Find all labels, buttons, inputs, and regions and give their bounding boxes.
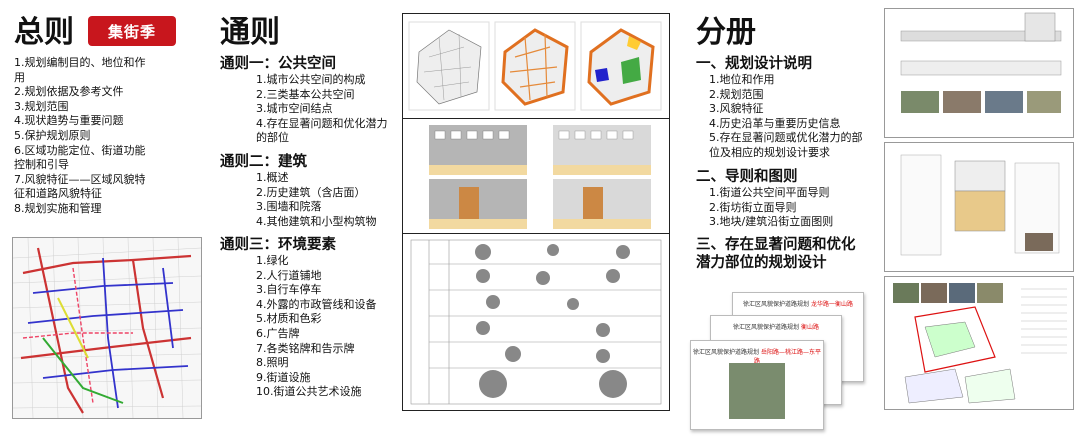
list-item: 2.规划范围: [709, 87, 764, 101]
list-item: 6.区域功能定位、街道功能: [14, 143, 146, 157]
list-item: 3.地块/建筑沿街立面图则: [709, 215, 834, 229]
section-heading: 通则二：建筑: [220, 154, 307, 170]
list-item: 5.材质和色彩: [256, 312, 322, 326]
volumes-section-1: 一、规划设计说明 1.地位和作用 2.规划范围 3.风貌特征 4.历史沿革与重要…: [696, 55, 876, 161]
list-item: 1.绿化: [256, 254, 289, 267]
general-list: 1.规划编制目的、地位和作 用 2.规划依据及参考文件 3.规划范围 4.现状趋…: [14, 56, 164, 217]
doc-title-red: 衡山路: [800, 324, 819, 331]
list-item: 4.其他建筑和小型构筑物: [256, 214, 377, 228]
building-elevation-diagram: [402, 118, 670, 234]
doc-title: 徐汇区风貌保护道路规划: [733, 324, 800, 331]
list-item: 10.街道公共艺术设施: [256, 385, 362, 399]
section-heading: 三、存在显著问题和优化: [696, 237, 856, 253]
list-item: 3.围墙和院落: [256, 200, 322, 214]
general-title: 总则: [14, 15, 74, 50]
list-item: 4.外露的市政管线和设备: [256, 297, 377, 311]
list-item: 位及相应的规划设计要求: [709, 145, 830, 159]
list-item: 3.风貌特征: [709, 102, 764, 116]
list-item: 2.街坊街立面导则: [709, 200, 797, 214]
list-item: 5.存在显著问题或优化潜力的部: [709, 131, 863, 145]
doc-photo: [729, 363, 785, 419]
list-item: 用: [14, 70, 25, 84]
list-item: 征和道路风貌特征: [14, 187, 102, 201]
section-list: 1.城市公共空间的构成 2.三类基本公共空间 3.城市空间结点 4.存在显著问题…: [220, 73, 400, 146]
list-item: 1.城市公共空间的构成: [256, 73, 366, 86]
logo-stamp: 集街季: [88, 16, 176, 46]
volumes-section-2: 二、导则和图则 1.街道公共空间平面导则 2.街坊街立面导则 3.地块/建筑沿街…: [696, 168, 876, 230]
list-item: 4.现状趋势与重要问题: [14, 114, 124, 128]
list-item: 3.规划范围: [14, 99, 69, 113]
section-list: 1.地位和作用 2.规划范围 3.风貌特征 4.历史沿革与重要历史信息 5.存在…: [696, 73, 876, 161]
list-item: 8.规划实施和管理: [14, 201, 102, 215]
section-heading: 一、规划设计说明: [696, 56, 812, 72]
document-preview: 徐汇区风貌保护道路规划 岳阳路—桃江路—东平路: [690, 340, 824, 430]
list-item: 3.城市空间结点: [256, 102, 333, 116]
list-item: 2.历史建筑（含店面）: [256, 185, 366, 199]
environment-elements-table: [402, 233, 670, 411]
sample-sheet-elevation: [884, 142, 1074, 272]
list-item: 6.广告牌: [256, 326, 300, 340]
section-heading: 通则三：环境要素: [220, 237, 336, 253]
list-item: 7.各类铭牌和告示牌: [256, 341, 355, 355]
doc-title-red: 龙华路一衡山路: [810, 301, 853, 308]
list-item: 2.规划依据及参考文件: [14, 85, 124, 99]
list-item: 4.历史沿革与重要历史信息: [709, 116, 841, 130]
list-item: 3.自行车停车: [256, 283, 322, 297]
volumes-title: 分册: [696, 15, 756, 50]
list-item: 控制和引导: [14, 158, 69, 172]
common-title: 通则: [220, 15, 280, 50]
list-item: 1.规划编制目的、地位和作: [14, 56, 146, 69]
doc-title-red: 岳阳路—桃江路—东平路: [753, 349, 821, 365]
list-item: 8.照明: [256, 356, 289, 370]
common-section-1: 通则一：公共空间 1.城市公共空间的构成 2.三类基本公共空间 3.城市空间结点…: [220, 55, 400, 146]
doc-title: 徐汇区风貌保护道路规划: [743, 301, 810, 308]
sample-sheet-plan: [884, 276, 1074, 410]
section-heading-cont: 潜力部位的规划设计: [696, 255, 827, 271]
list-item: 9.街道设施: [256, 370, 311, 384]
section-heading: 二、导则和图则: [696, 169, 798, 185]
street-network-map: [12, 237, 202, 419]
section-heading: 通则一：公共空间: [220, 56, 336, 72]
doc-title: 徐汇区风貌保护道路规划: [693, 349, 760, 356]
section-list: 1.街道公共空间平面导则 2.街坊街立面导则 3.地块/建筑沿街立面图则: [696, 186, 876, 230]
public-space-diagram: [402, 13, 670, 119]
list-item: 4.存在显著问题和优化潜力: [256, 116, 388, 130]
section-list: 1.绿化 2.人行道铺地 3.自行车停车 4.外露的市政管线和设备 5.材质和色…: [220, 254, 400, 400]
list-item: 5.保护规划原则: [14, 128, 91, 142]
list-item: 1.街道公共空间平面导则: [709, 186, 830, 199]
list-item: 2.人行道铺地: [256, 268, 322, 282]
section-list: 1.概述 2.历史建筑（含店面） 3.围墙和院落 4.其他建筑和小型构筑物: [220, 171, 400, 229]
list-item: 7.风貌特征——区域风貌特: [14, 172, 146, 186]
common-section-3: 通则三：环境要素 1.绿化 2.人行道铺地 3.自行车停车 4.外露的市政管线和…: [220, 236, 400, 400]
sample-sheet-streetscape: [884, 8, 1074, 138]
list-item: 1.地位和作用: [709, 73, 775, 86]
volumes-section-3: 三、存在显著问题和优化 潜力部位的规划设计: [696, 236, 878, 272]
list-item: 2.三类基本公共空间: [256, 87, 355, 101]
common-section-2: 通则二：建筑 1.概述 2.历史建筑（含店面） 3.围墙和院落 4.其他建筑和小…: [220, 153, 400, 229]
list-item: 的部位: [256, 131, 289, 145]
list-item: 1.概述: [256, 171, 289, 184]
